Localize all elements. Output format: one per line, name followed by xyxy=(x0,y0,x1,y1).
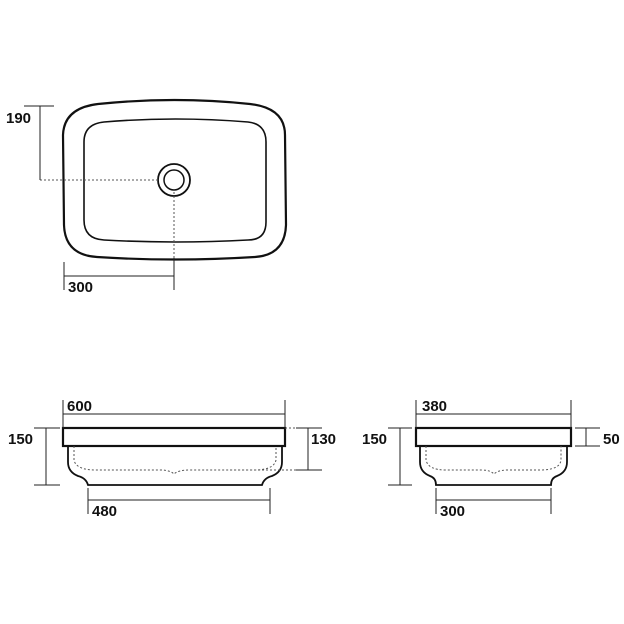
basin-inner-outline xyxy=(83,118,267,243)
side-view: 380 150 50 300 xyxy=(362,398,620,520)
front-view: 600 150 130 480 xyxy=(8,398,336,520)
dim-50-label: 50 xyxy=(603,431,620,448)
dim-480-label: 480 xyxy=(92,503,117,520)
dim-front-150-label: 150 xyxy=(8,431,33,448)
side-bowl-inner-hidden xyxy=(425,446,562,475)
side-bowl xyxy=(419,446,568,486)
dim-600-label: 600 xyxy=(67,398,92,415)
front-bowl-inner-hidden xyxy=(73,446,277,475)
dim-side-300-label: 300 xyxy=(440,503,465,520)
dim-300-label: 300 xyxy=(68,279,93,296)
dim-380-label: 380 xyxy=(422,398,447,415)
top-view: 190 300 xyxy=(6,98,288,296)
dim-side-150-label: 150 xyxy=(362,431,387,448)
basin-outer-outline xyxy=(61,98,288,261)
drain-outer-ring xyxy=(157,163,191,197)
dim-190-label: 190 xyxy=(6,110,31,127)
drain-inner-ring xyxy=(163,169,185,191)
dim-130-label: 130 xyxy=(311,431,336,448)
front-bowl xyxy=(67,446,283,486)
side-rim xyxy=(414,426,573,448)
front-rim xyxy=(61,426,287,448)
